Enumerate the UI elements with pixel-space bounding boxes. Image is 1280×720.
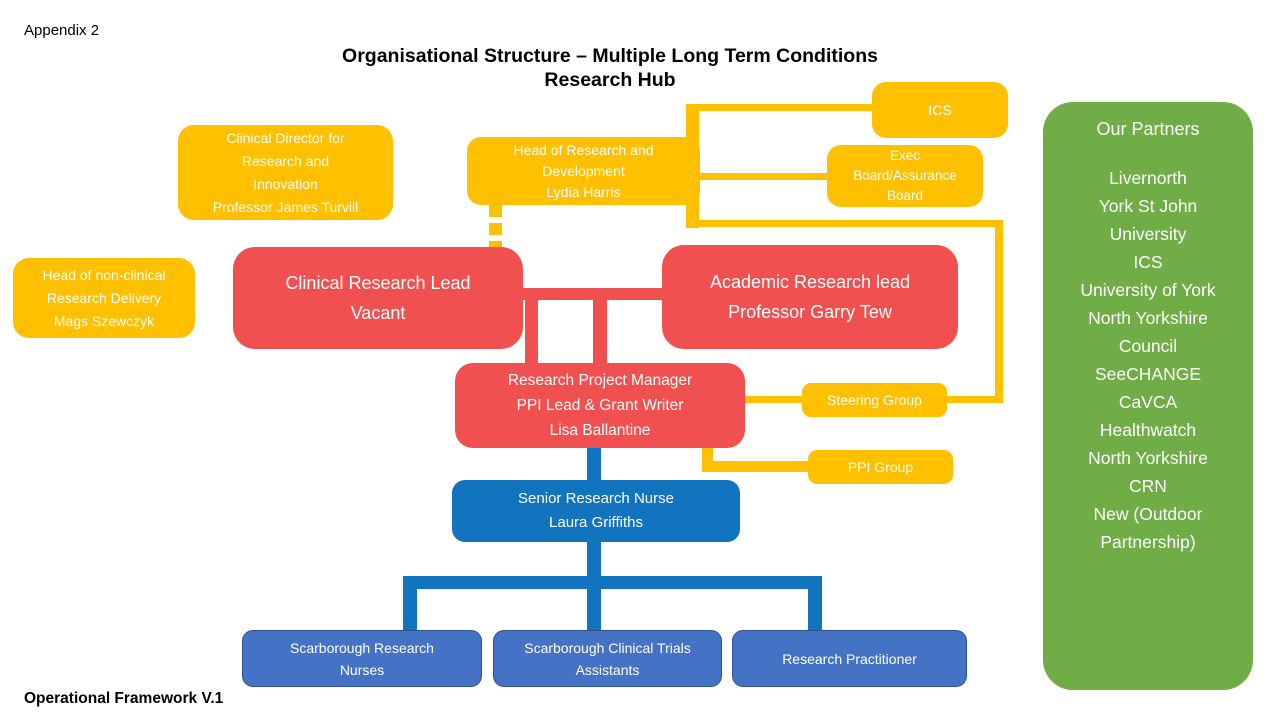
connector-leads-horizontal [523,288,662,300]
slide-title: Organisational Structure – Multiple Long… [342,45,878,91]
connector-steering-right [947,396,1003,403]
connector-to-exec-board [696,173,827,180]
connector-nurse-to-bar [587,542,601,578]
connector-right-vertical [995,220,1003,403]
partners-heading: Our Partners [1096,119,1200,139]
box-ppi-group: PPI Group [808,450,953,484]
connector-leads-drop-left [525,293,538,363]
connector-drop-nurses [403,576,417,630]
box-research-practitioner: Research Practitioner [732,630,967,687]
footer-version-label: Operational Framework V.1 [24,690,224,707]
connector-bottom-bar [403,576,822,589]
connector-drop-cta [587,576,601,630]
connector-lower-horizontal [686,220,1003,227]
connector-pm-to-nurse [587,445,601,480]
connector-ppi-horizontal [702,461,808,472]
connector-leads-drop-right [593,293,607,363]
connector-dashed-head-to-clinical [489,205,502,249]
connector-ppi-vertical [702,448,713,472]
box-steering-group: Steering Group [802,383,947,417]
connector-drop-practitioner [808,576,822,630]
connector-to-ics [686,104,872,111]
connector-steering-left [745,396,802,403]
box-ics: ICS [872,82,1008,138]
appendix-label: Appendix 2 [24,22,100,39]
